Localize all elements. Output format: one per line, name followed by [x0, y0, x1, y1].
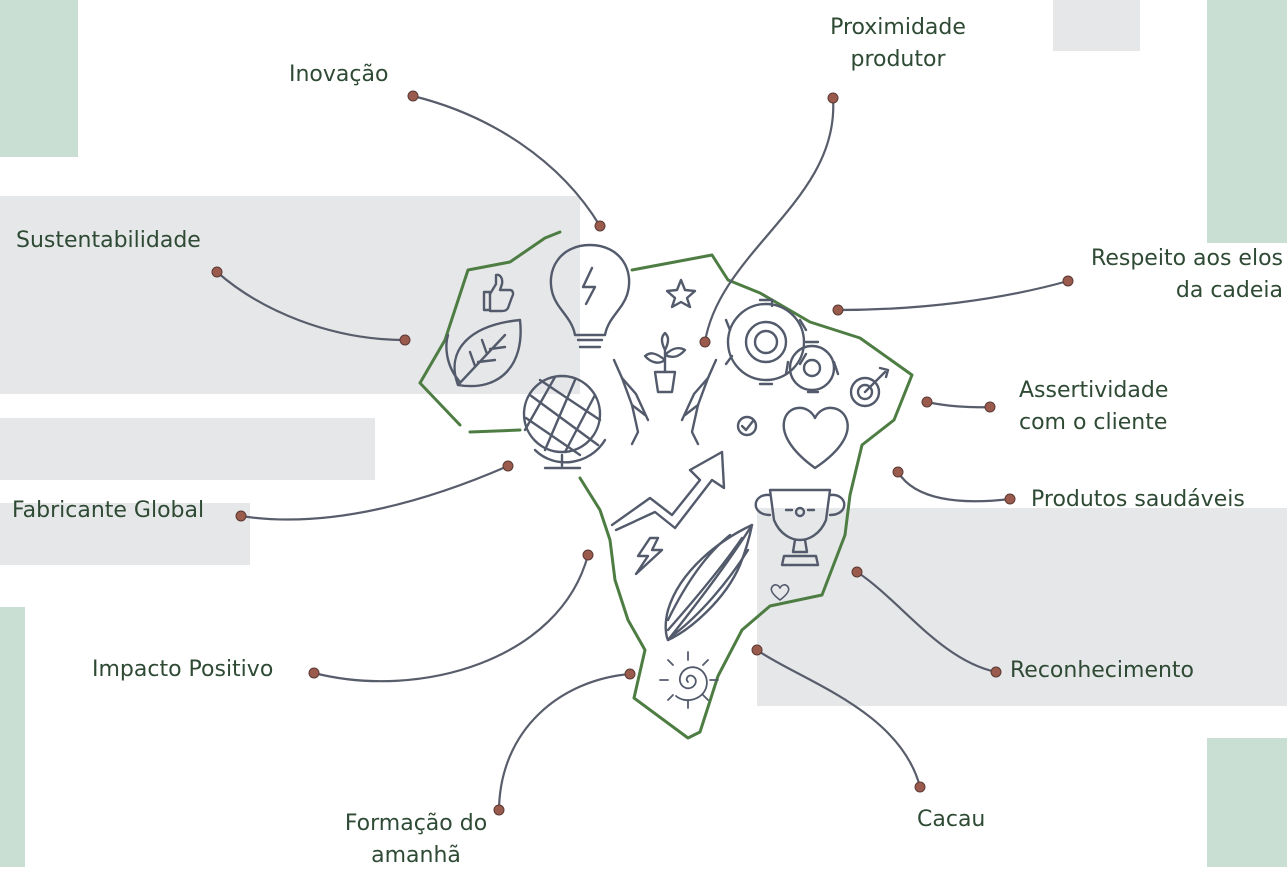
- label-produtos: Produtos saudáveis: [1031, 487, 1245, 512]
- dot-assertividade-outer: [984, 401, 996, 413]
- green-panel-right-top: [1207, 0, 1287, 243]
- leaf-icon: [445, 318, 522, 388]
- star-icon: [665, 278, 697, 309]
- small-heart-icon: [770, 584, 790, 601]
- lightning-icon: [634, 536, 664, 576]
- heart-icon: [782, 406, 849, 470]
- dot-impacto-outer: [308, 667, 320, 679]
- label-respeito: Respeito aos elos da cadeia: [1060, 243, 1283, 307]
- dot-proximidade-inner: [699, 336, 711, 348]
- label-impacto: Impacto Positivo: [92, 657, 274, 682]
- dot-produtos-outer: [1004, 493, 1016, 505]
- label-reconhecimento: Reconhecimento: [1010, 658, 1195, 683]
- label-respeito-line1: Respeito aos elos: [1091, 246, 1283, 271]
- label-assertividade-line1: Assertividade: [1019, 378, 1169, 403]
- dot-fabricante-inner: [502, 460, 514, 472]
- dot-cacau-outer: [914, 781, 926, 793]
- dot-produtos-inner: [892, 466, 904, 478]
- label-proximidade-line1: Proximidade: [830, 15, 966, 40]
- dot-impacto-inner: [582, 549, 594, 561]
- dot-inovacao-outer: [407, 90, 419, 102]
- label-inovacao: Inovação: [289, 62, 389, 87]
- dot-respeito-outer: [1062, 275, 1074, 287]
- brazil-map-outline: [418, 230, 914, 740]
- dot-reconhecimento-outer: [990, 666, 1002, 678]
- gray-panel-top-right: [1053, 0, 1140, 51]
- green-panel-bottom-right: [1207, 738, 1287, 867]
- sun-spiral-icon: [659, 651, 719, 709]
- trophy-icon: [754, 488, 846, 567]
- connector-formacao: [497, 672, 632, 812]
- target-icon: [849, 366, 890, 408]
- cocoa-pod-icon: [664, 523, 754, 642]
- label-assertividade: Assertividade com o cliente: [1019, 375, 1168, 439]
- label-formacao-line2: amanhã: [371, 843, 461, 868]
- connector-impacto: [312, 553, 590, 683]
- check-circle-icon: [736, 415, 758, 437]
- dot-reconhecimento-inner: [851, 566, 863, 578]
- connector-fabricante: [239, 464, 510, 521]
- label-respeito-line2: da cadeia: [1175, 278, 1283, 303]
- dot-proximidade-outer: [827, 92, 839, 104]
- label-fabricante: Fabricante Global: [12, 498, 205, 523]
- connector-inovacao: [411, 94, 602, 228]
- dot-sustentabilidade-inner: [399, 334, 411, 346]
- connector-assertividade: [925, 400, 992, 409]
- connector-cacau: [755, 648, 922, 789]
- gray-panel-left-small: [0, 503, 250, 565]
- label-assertividade-line2: com o cliente: [1019, 410, 1168, 435]
- dot-sustentabilidade-outer: [211, 266, 223, 278]
- dot-inovacao-inner: [594, 220, 606, 232]
- connector-sustentabilidade: [215, 270, 407, 342]
- connector-produtos: [896, 470, 1012, 503]
- dot-fabricante-outer: [235, 510, 247, 522]
- dot-cacau-inner: [751, 644, 763, 656]
- dot-respeito-inner: [832, 304, 844, 316]
- globe-icon: [522, 374, 607, 470]
- green-panel-bottom-left: [0, 607, 25, 867]
- green-panel-top-left: [0, 0, 78, 157]
- label-cacau: Cacau: [917, 807, 986, 832]
- label-proximidade-line2: produtor: [850, 47, 946, 72]
- dot-assertividade-inner: [921, 396, 933, 408]
- dot-formacao-outer: [493, 804, 505, 816]
- gears-icon: [724, 298, 840, 394]
- connector-respeito: [836, 279, 1070, 312]
- label-sustentabilidade: Sustentabilidade: [16, 228, 201, 253]
- lightbulb-icon: [549, 243, 631, 349]
- dot-formacao-inner: [624, 668, 636, 680]
- growth-arrow-icon: [610, 450, 726, 532]
- connector-reconhecimento: [855, 570, 998, 674]
- label-proximidade: Proximidade produtor: [798, 12, 998, 76]
- hands-plant-icon: [612, 331, 718, 446]
- thumbs-up-icon: [482, 273, 515, 313]
- connector-proximidade: [703, 96, 835, 344]
- gray-panel-left-mid: [0, 418, 375, 480]
- label-formacao: Formação do amanhã: [316, 808, 516, 872]
- gray-panel-right-large: [757, 508, 1287, 706]
- label-formacao-line1: Formação do: [344, 811, 488, 836]
